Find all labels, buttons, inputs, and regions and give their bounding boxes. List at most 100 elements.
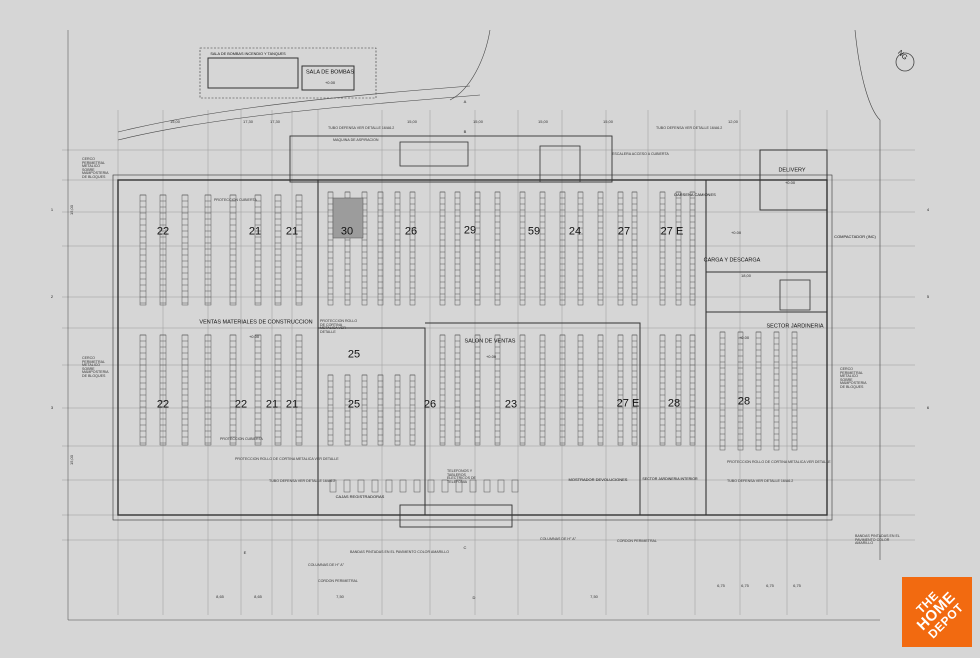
compactor-room: [779, 279, 811, 311]
restrooms: [399, 141, 469, 167]
rack: [394, 374, 401, 446]
zone-label: 21: [248, 225, 262, 238]
zone-label: 27: [617, 225, 631, 238]
rack: [773, 331, 780, 451]
dimension-label: 7,50: [336, 594, 344, 599]
room-label-darsena-camiones: DARSENA CAMIONES: [674, 192, 716, 197]
zone-label: 27 E: [616, 397, 640, 410]
dimension-label: 15,00: [69, 454, 74, 466]
room-label-mostrador: MOSTRADOR DEVOLUCIONES: [568, 477, 628, 482]
zone-label: 30: [340, 225, 354, 238]
site-curb-line: [854, 29, 881, 560]
axis-tag: C: [463, 545, 467, 550]
room-label-sala-bombas: SALA DE BOMBAS: [306, 69, 354, 76]
axis-tag: 4: [926, 207, 930, 212]
zone-label: 27 E: [660, 225, 684, 238]
room-label-sala-incendio: SALA DE BOMBAS INCENDIO Y TANQUES: [210, 52, 286, 57]
rack: [631, 334, 638, 446]
note-telefonos: TELEFONOS Y TABLEROS ELECTRICOS DE TELEF…: [447, 469, 476, 484]
delivery-room: [759, 149, 828, 211]
rack: [439, 334, 446, 446]
elevation-tag: +0.00: [485, 354, 497, 359]
elevation-tag: +0.00: [324, 80, 336, 85]
dimension-label: 15,00: [406, 119, 418, 124]
checkout-counter: [399, 479, 407, 493]
rack: [755, 331, 762, 451]
checkout-counter: [357, 479, 365, 493]
rack: [737, 331, 744, 451]
room-label-ventas-materiales: VENTAS MATERIALES DE CONSTRUCCION: [199, 319, 313, 326]
dimension-label: 6,75: [793, 583, 801, 588]
zone-label: 22: [156, 398, 170, 411]
room-label-sector-jardineria-interior: SECTOR JARDINERIA INTERIOR: [642, 477, 698, 482]
elevation-tag: +0.00: [738, 335, 750, 340]
checkout-counter: [385, 479, 393, 493]
note-proteccion-cubierta: PROTECCION CUBIERTA: [220, 437, 263, 441]
pump-house-outline: [199, 47, 377, 99]
dimension-label: 15,00: [472, 119, 484, 124]
note-tubo-defensa: TUBO DEFENSA VER DETALLE 16/A6.2: [727, 479, 794, 483]
axis-tag: A: [463, 99, 467, 104]
dimension-label: 12,00: [727, 119, 739, 124]
rack: [254, 334, 262, 446]
zone-label: 21: [265, 398, 279, 411]
rack: [559, 334, 566, 446]
rack-dark: [332, 197, 364, 239]
checkout-counter: [469, 479, 477, 493]
rack: [295, 194, 303, 306]
rack: [689, 334, 696, 446]
axis-tag: 5: [926, 294, 930, 299]
room-label-salon-ventas: SALON DE VENTAS: [464, 338, 516, 345]
interior-wall: [318, 327, 426, 515]
axis-tag: 3: [50, 405, 54, 410]
zone-label: 21: [285, 398, 299, 411]
zone-label: 26: [423, 398, 437, 411]
rack: [519, 334, 526, 446]
dimension-label: 15,00: [602, 119, 614, 124]
dimension-label: 6,75: [717, 583, 725, 588]
rack: [181, 194, 189, 306]
rack: [675, 334, 682, 446]
entrance-vestibule: [399, 504, 513, 528]
room-label-delivery: DELIVERY: [778, 167, 806, 174]
dimension-label: 8,65: [216, 594, 224, 599]
rack: [254, 194, 262, 306]
zone-label: 25: [347, 398, 361, 411]
dimension-label: 8,65: [254, 594, 262, 599]
building-outer-wall: [117, 179, 828, 516]
rack: [791, 331, 798, 451]
checkout-counter: [371, 479, 379, 493]
note-bandas-pintadas: BANDAS PINTADAS EN EL PAVIMENTO COLOR AM…: [350, 550, 450, 554]
note-maquina-aspiracion: MAQUINA DE ASPIRACION: [333, 138, 379, 142]
rack: [295, 334, 303, 446]
axis-tag: 1: [50, 207, 54, 212]
note-tubo-defensa: TUBO DEFENSA VER DETALLE 16/A6.2: [269, 479, 336, 483]
checkout-counter: [427, 479, 435, 493]
site-road-line: [117, 85, 471, 133]
service-block: [289, 135, 613, 183]
room-label-compactador: COMPACTADOR (INC): [834, 234, 876, 239]
building-perimeter: [112, 174, 833, 521]
note-cordon-perimetral: CORDON PERIMETRAL: [617, 539, 657, 543]
zone-label: 21: [285, 225, 299, 238]
site-road-line: [117, 94, 481, 141]
site-curb-line: [449, 29, 491, 101]
dimension-label: 6,75: [741, 583, 749, 588]
note-columnas: COLUMNAS DE H° A°: [308, 563, 345, 567]
dimension-label: 18,00: [740, 273, 752, 278]
water-tank: [207, 57, 299, 89]
axis-tag: E: [243, 550, 247, 555]
note-proteccion-cubierta: PROTECCION CUBIERTA: [214, 198, 257, 202]
checkout-counter: [413, 479, 421, 493]
room-label-cajas: CAJAS REGISTRADORAS: [335, 494, 385, 499]
home-depot-logo: THE HOME DEPOT: [902, 577, 972, 647]
shelving-racks: [139, 191, 798, 493]
zone-label: 23: [504, 398, 518, 411]
dimension-label: 15,00: [69, 204, 74, 216]
note-columnas: COLUMNAS DE H° A°: [540, 537, 577, 541]
dimension-label: 17,30: [242, 119, 254, 124]
checkout-counter: [455, 479, 463, 493]
room-label-sector-jardineria: SECTOR JARDINERIA: [766, 323, 824, 330]
room-label-carga-descarga: CARGA Y DESCARGA: [703, 257, 761, 264]
rack: [454, 334, 461, 446]
